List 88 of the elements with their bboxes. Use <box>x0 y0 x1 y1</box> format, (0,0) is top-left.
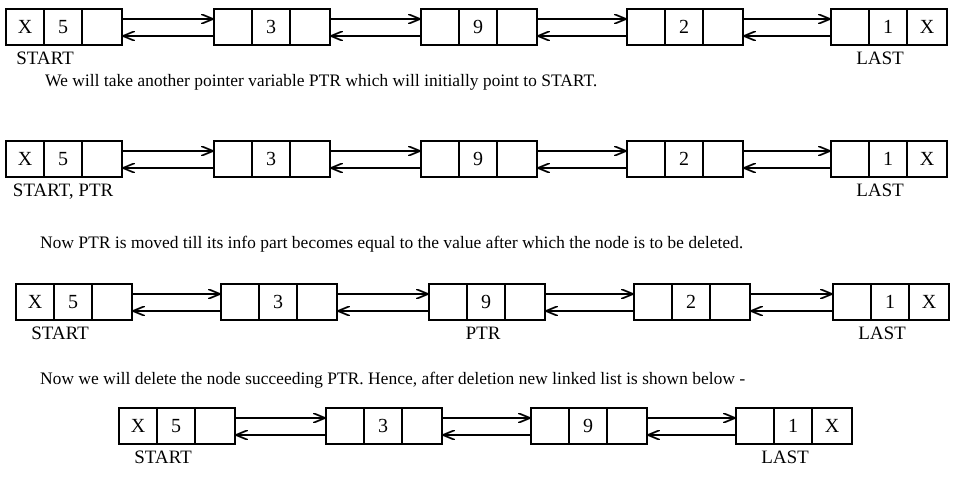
list-node <box>633 283 751 321</box>
pointer-label: PTR <box>466 323 500 345</box>
arrow <box>235 429 325 441</box>
node-value: 3 <box>273 290 283 314</box>
node-value: X <box>824 414 840 438</box>
list-node <box>420 8 538 46</box>
pointer-label: START <box>31 323 89 345</box>
node-value: X <box>28 290 42 314</box>
pointer-label: LAST <box>858 323 906 345</box>
list-node <box>428 283 546 321</box>
note-text: Now we will delete the node succeeding PTR. Hence, after deletion new linked list is shown below - <box>40 368 746 389</box>
arrow <box>538 13 627 25</box>
arrow <box>337 305 428 317</box>
node-value: X <box>922 290 936 314</box>
list-node <box>5 8 123 46</box>
pointer-label: LAST <box>856 48 904 70</box>
node-value: 1 <box>883 16 893 38</box>
node-value: 3 <box>266 16 276 38</box>
arrow <box>537 30 626 42</box>
arrow <box>442 429 530 441</box>
arrow <box>123 13 214 25</box>
arrow <box>743 162 830 174</box>
list-node <box>118 407 236 445</box>
node-value: X <box>920 148 934 170</box>
node-value: 5 <box>171 414 181 438</box>
node-value: 5 <box>68 290 78 314</box>
node-value: X <box>130 414 146 438</box>
arrow <box>647 429 735 441</box>
note-text: Now PTR is moved till its info part becomes equal to the value after which the node is to be deleted. <box>40 232 744 253</box>
arrow <box>330 30 420 42</box>
list-node <box>530 407 648 445</box>
node-value: 3 <box>378 414 388 438</box>
arrow <box>123 145 214 157</box>
pointer-label: START <box>16 48 74 70</box>
list-node <box>15 283 133 321</box>
node-value: 5 <box>58 148 68 170</box>
node-value: 1 <box>788 414 798 438</box>
arrow <box>443 412 531 424</box>
node-value: X <box>18 16 32 38</box>
node-value: 2 <box>686 290 696 314</box>
node-value: 9 <box>583 414 593 438</box>
node-value: 1 <box>885 290 895 314</box>
list-node <box>830 140 948 178</box>
list-node <box>626 140 744 178</box>
list-node <box>735 407 853 445</box>
list-node <box>420 140 538 178</box>
list-node <box>832 283 950 321</box>
arrow <box>538 145 627 157</box>
pointer-label: LAST <box>856 180 904 202</box>
arrow <box>537 162 626 174</box>
arrow <box>744 13 831 25</box>
pointer-label: START <box>134 447 192 469</box>
list-node <box>213 140 331 178</box>
arrow <box>122 30 213 42</box>
list-node <box>220 283 338 321</box>
node-value: X <box>18 148 32 170</box>
arrow <box>743 30 830 42</box>
arrow <box>122 162 213 174</box>
arrow <box>236 412 326 424</box>
list-node <box>325 407 443 445</box>
node-value: 9 <box>473 148 483 170</box>
arrow <box>545 305 633 317</box>
arrow <box>546 288 634 300</box>
arrow <box>751 288 833 300</box>
arrow <box>744 145 831 157</box>
list-node <box>5 140 123 178</box>
arrow <box>750 305 832 317</box>
arrow <box>648 412 736 424</box>
node-value: 9 <box>473 16 483 38</box>
note-text: We will take another pointer variable PTR which will initially point to START. <box>45 70 598 91</box>
node-value: 5 <box>58 16 68 38</box>
arrow <box>331 145 421 157</box>
node-value: 2 <box>679 148 689 170</box>
list-node <box>626 8 744 46</box>
node-value: 3 <box>266 148 276 170</box>
node-value: 9 <box>481 290 491 314</box>
arrow <box>338 288 429 300</box>
arrow <box>330 162 420 174</box>
node-value: 1 <box>883 148 893 170</box>
pointer-label: START, PTR <box>12 180 114 202</box>
pointer-label: LAST <box>761 447 809 469</box>
list-node <box>830 8 948 46</box>
node-value: X <box>920 16 934 38</box>
arrow <box>133 288 221 300</box>
list-node <box>213 8 331 46</box>
arrow <box>132 305 220 317</box>
node-value: 2 <box>679 16 689 38</box>
arrow <box>331 13 421 25</box>
